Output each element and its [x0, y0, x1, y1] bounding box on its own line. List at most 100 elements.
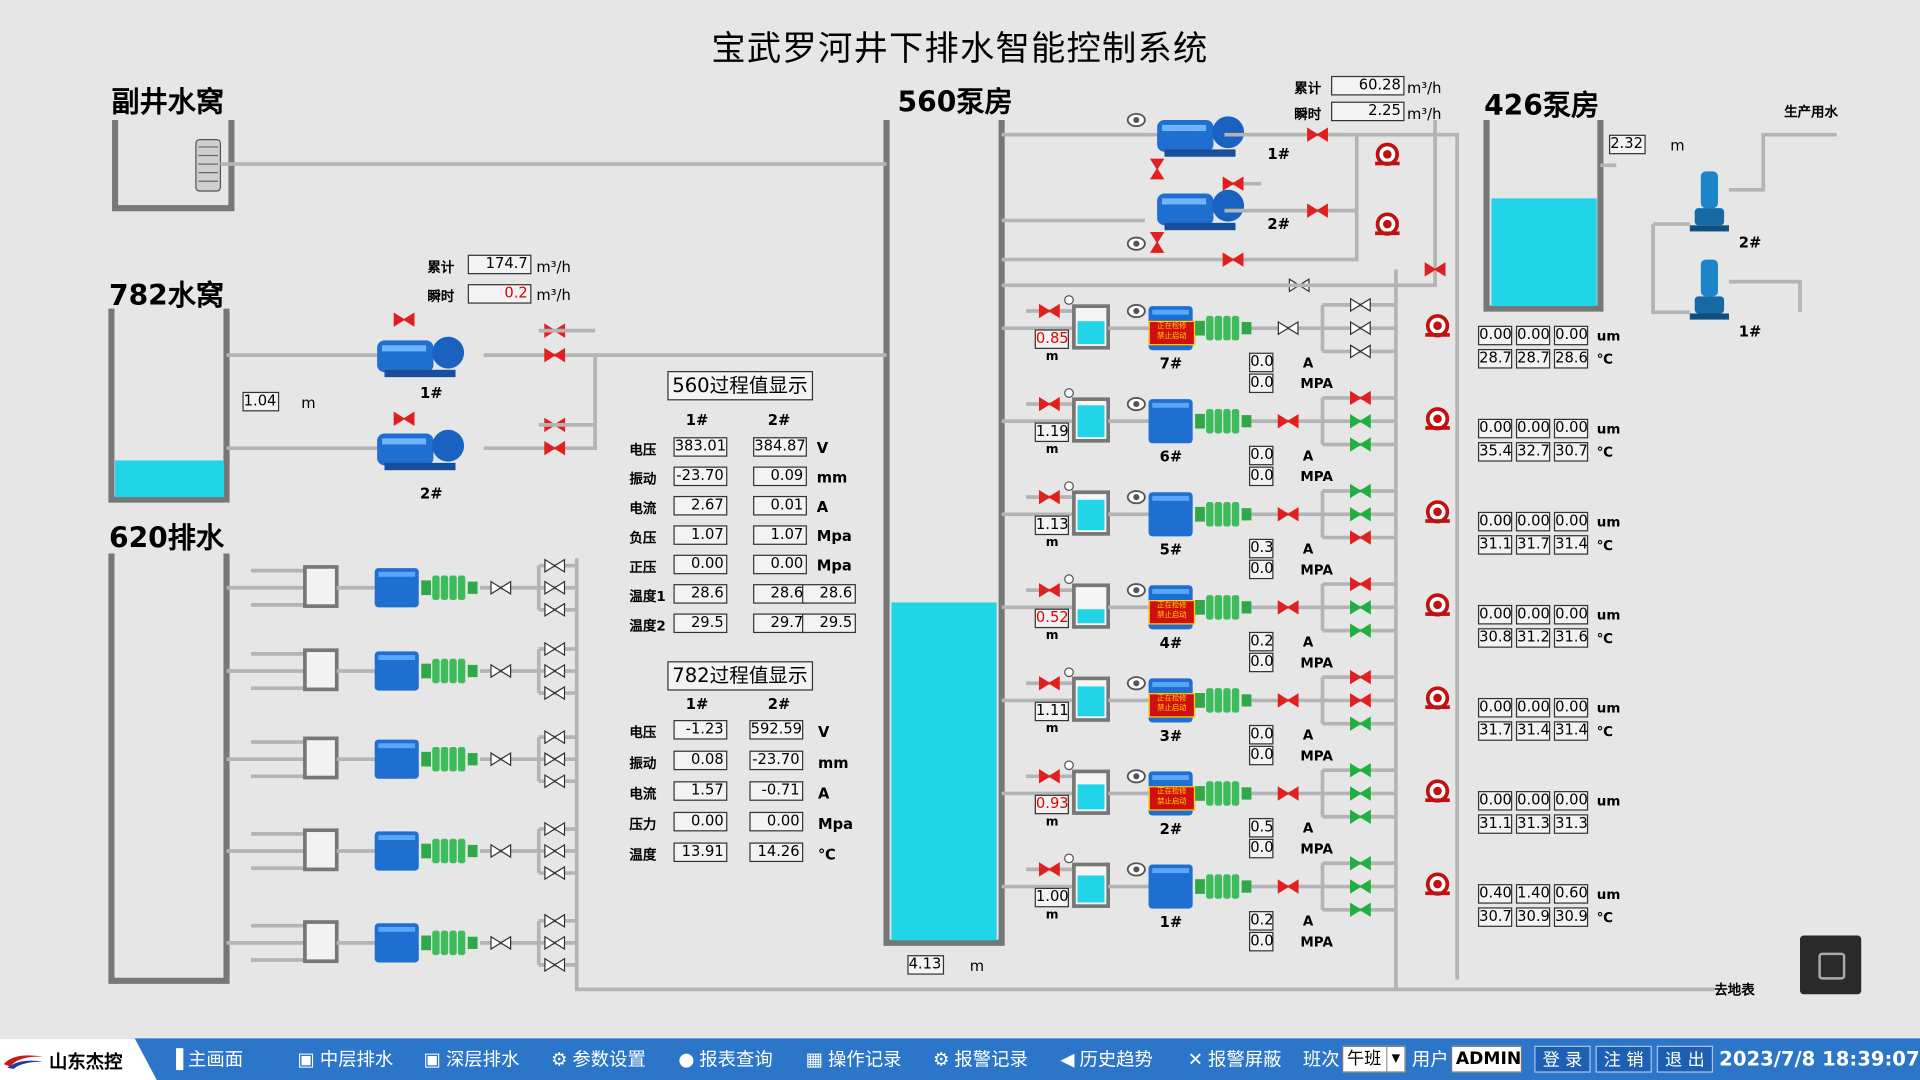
valve-560-br[interactable]	[1350, 879, 1371, 894]
valve-620-4[interactable]	[490, 843, 512, 859]
pump-560-current-unit: A	[1302, 913, 1314, 930]
valve-560-br[interactable]	[1350, 786, 1371, 801]
valve-560-br[interactable]	[1350, 320, 1371, 336]
valve-620-3[interactable]	[490, 751, 512, 767]
menu-item-1[interactable]: ▐主画面	[169, 1047, 243, 1071]
chevron-down-icon: ▼	[1386, 1046, 1404, 1072]
login-button[interactable]: 登 录	[1534, 1045, 1591, 1073]
menu-item-5[interactable]: ●报表查询	[678, 1047, 772, 1071]
valve-620-br[interactable]	[544, 729, 566, 745]
panel-560-row-label: 正压	[629, 559, 657, 576]
panel-560-value-2: 0.09	[753, 466, 807, 487]
valve-782-1b[interactable]	[544, 347, 566, 363]
menu-item-6[interactable]: ▦操作记录	[806, 1047, 902, 1071]
valve-782-2b[interactable]	[544, 440, 566, 456]
water-560	[891, 602, 997, 941]
valve-620-br[interactable]	[544, 957, 566, 973]
datetime: 2023/7/8 18:39:07	[1719, 1046, 1920, 1071]
valve-620-1[interactable]	[490, 580, 512, 595]
valve-620-br[interactable]	[544, 685, 566, 701]
valve-426-2-top[interactable]	[1222, 176, 1244, 191]
camera-thumbnail[interactable]	[1800, 935, 1862, 995]
exit-button[interactable]: 退 出	[1656, 1045, 1714, 1073]
valve-426-1-out[interactable]	[1307, 127, 1328, 142]
valve-620-br[interactable]	[544, 843, 566, 859]
valve-560-br[interactable]	[1350, 344, 1371, 359]
valve-560-br[interactable]	[1350, 576, 1371, 592]
valve-560-br[interactable]	[1350, 390, 1371, 406]
shift-select[interactable]: 午班 ▼	[1342, 1045, 1406, 1073]
valve-560-br[interactable]	[1350, 856, 1371, 871]
valve-560-br[interactable]	[1350, 507, 1371, 522]
valve-560-in-6[interactable]	[1038, 769, 1060, 784]
valve-560-br[interactable]	[1350, 483, 1371, 499]
pump-stage	[1214, 595, 1223, 620]
valve-426-b[interactable]	[1149, 232, 1165, 253]
valve-560-br[interactable]	[1350, 809, 1371, 824]
valve-560-br[interactable]	[1350, 413, 1371, 429]
valve-560-br[interactable]	[1350, 623, 1371, 638]
valve-782-2-top[interactable]	[393, 411, 415, 427]
valve-560-br[interactable]	[1350, 530, 1371, 545]
valve-560-out-2[interactable]	[1277, 413, 1299, 429]
valve-560-in-5[interactable]	[1038, 676, 1060, 691]
valve-620-5[interactable]	[490, 935, 512, 951]
pump-stage	[1231, 408, 1240, 434]
menu-item-2[interactable]: ▣中层排水	[298, 1047, 394, 1071]
pump-620-2	[421, 658, 478, 684]
valve-560-out-3[interactable]	[1277, 507, 1299, 522]
valve-560-br[interactable]	[1350, 693, 1371, 708]
menu-item-8[interactable]: ◀历史趋势	[1060, 1047, 1153, 1071]
valve-560-out-1[interactable]	[1277, 320, 1299, 336]
valve-560-br[interactable]	[1350, 762, 1371, 778]
valve-620-br[interactable]	[544, 558, 566, 573]
valve-620-br[interactable]	[544, 580, 566, 595]
maintenance-text-2: 禁止启动	[1157, 797, 1187, 806]
valve-560-br[interactable]	[1350, 902, 1371, 918]
valve-620-br[interactable]	[544, 663, 566, 679]
valve-620-br[interactable]	[544, 935, 566, 951]
valve-560-br[interactable]	[1350, 437, 1371, 452]
valve-560-in-7[interactable]	[1038, 862, 1060, 877]
menu-item-4[interactable]: ⚙参数设置	[551, 1047, 646, 1071]
logout-button[interactable]: 注 销	[1595, 1045, 1652, 1073]
valve-560-in-3[interactable]	[1038, 489, 1060, 505]
valve-560-in-4[interactable]	[1038, 582, 1060, 598]
valve-782-1-top[interactable]	[393, 312, 415, 327]
eye-pump-560-4	[1126, 583, 1146, 598]
pump-stage	[1206, 502, 1214, 527]
valve-620-2[interactable]	[490, 663, 512, 679]
menu-item-7[interactable]: ⚙报警记录	[933, 1047, 1028, 1071]
valve-560-in-1[interactable]	[1038, 303, 1060, 319]
valve-620-br[interactable]	[544, 751, 566, 767]
panel-560-value-3: 28.6	[802, 584, 856, 604]
motor-620-5	[374, 923, 419, 963]
valve-560-out-5[interactable]	[1277, 693, 1299, 708]
valve-560-br[interactable]	[1350, 297, 1371, 313]
valve-560-br[interactable]	[1350, 716, 1371, 731]
valve-620-br[interactable]	[544, 641, 566, 657]
valve-560-in-2[interactable]	[1038, 396, 1060, 412]
menu-item-3[interactable]: ▣深层排水	[424, 1047, 520, 1071]
valve-620-br[interactable]	[544, 913, 566, 929]
pump-stage	[1231, 502, 1240, 527]
valve-body	[1350, 320, 1371, 336]
valve-426-a[interactable]	[1149, 158, 1165, 180]
valve-620-br[interactable]	[544, 865, 566, 881]
panel-560-value-2: 29.7	[753, 613, 807, 634]
valve-620-br[interactable]	[544, 773, 566, 789]
level-560-unit: m	[969, 957, 985, 975]
valve-body	[1277, 693, 1299, 708]
valve-560-out-6[interactable]	[1277, 786, 1299, 801]
valve-426-2-out[interactable]	[1307, 203, 1328, 218]
valve-426-5[interactable]	[1424, 262, 1446, 277]
valve-560-br[interactable]	[1350, 669, 1371, 685]
valve-620-br[interactable]	[544, 602, 566, 618]
valve-560-out-7[interactable]	[1277, 879, 1299, 894]
valve-426-3[interactable]	[1222, 252, 1244, 267]
valve-620-br[interactable]	[544, 821, 566, 837]
valve-body	[1222, 176, 1244, 191]
valve-560-out-4[interactable]	[1277, 600, 1299, 615]
valve-560-br[interactable]	[1350, 600, 1371, 615]
menu-item-9[interactable]: ✕报警屏蔽	[1188, 1047, 1282, 1071]
